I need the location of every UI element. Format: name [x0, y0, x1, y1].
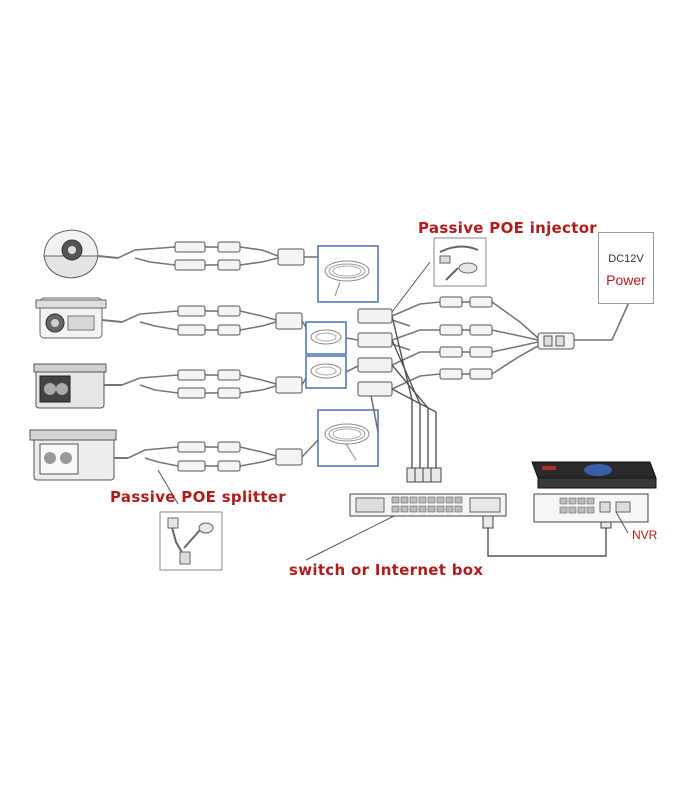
- injector-pointer: [391, 261, 431, 313]
- injector-label: Passive POE injector: [418, 219, 597, 237]
- network-switch: [349, 493, 507, 517]
- power-voltage-label: DC12V: [608, 253, 644, 265]
- poe-injector-heads: [345, 308, 393, 433]
- injector-cabling: [391, 299, 631, 390]
- camera-cabling: [117, 246, 279, 467]
- nvr-pointer: [615, 511, 629, 534]
- nvr-recorder: [531, 461, 657, 523]
- dome-camera: [43, 229, 119, 279]
- switch-label: switch or Internet box: [289, 561, 484, 579]
- connectors: [174, 241, 305, 472]
- power-supply: DC12V Power: [598, 232, 654, 304]
- cable-coil: [317, 245, 379, 303]
- injector-sample-box: [433, 237, 487, 287]
- splitter-label: Passive POE splitter: [110, 488, 286, 506]
- bullet-camera: [33, 363, 122, 409]
- cable-coil: [305, 355, 347, 389]
- bullet-camera: [29, 429, 128, 481]
- cable-coil: [305, 321, 347, 355]
- switch-pointer: [305, 515, 395, 561]
- power-label: Power: [606, 272, 646, 288]
- splitter-sample-box: [159, 511, 223, 571]
- bullet-camera: [35, 297, 123, 339]
- injector-plugs: [439, 296, 575, 380]
- switch-uplinks: [391, 315, 437, 468]
- cable-coil: [317, 409, 379, 467]
- splitter-pointer: [157, 469, 179, 505]
- nvr-label: NVR: [632, 528, 658, 542]
- switch-plugs: [406, 467, 442, 483]
